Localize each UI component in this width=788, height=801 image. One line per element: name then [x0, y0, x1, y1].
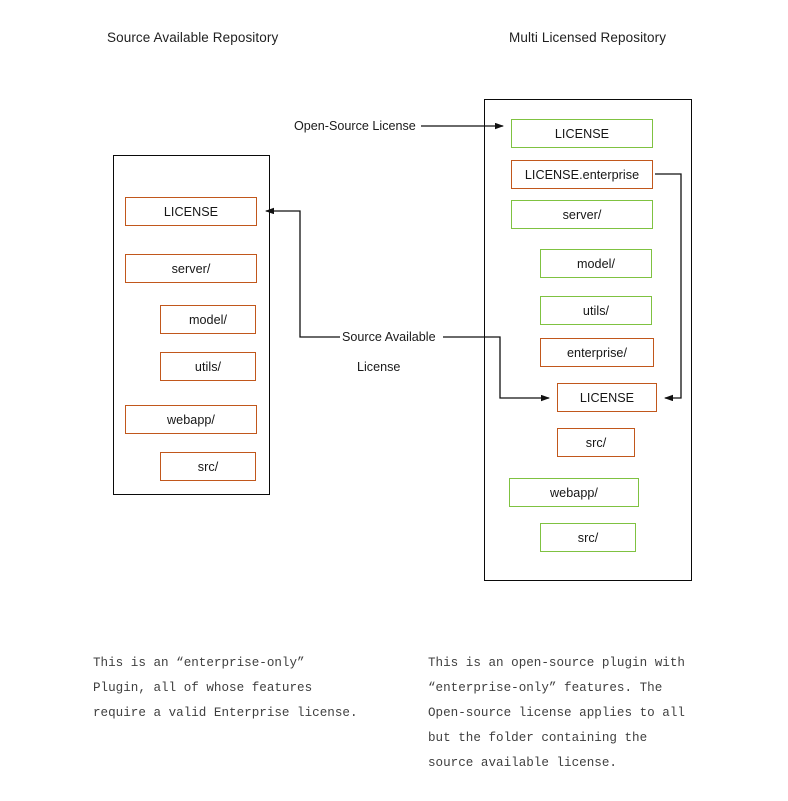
left-caption: This is an “enterprise-only” Plugin, all… [93, 656, 358, 720]
right-caption: This is an open-source plugin with “ente… [428, 656, 685, 770]
right-node-license[interactable]: LICENSE [511, 119, 653, 148]
left-repository-title: Source Available Repository [107, 30, 279, 45]
right-node-webapp[interactable]: webapp/ [509, 478, 639, 507]
right-node-inner-src[interactable]: src/ [557, 428, 635, 457]
right-node-enterprise[interactable]: enterprise/ [540, 338, 654, 367]
right-node-model[interactable]: model/ [540, 249, 652, 278]
left-node-src[interactable]: src/ [160, 452, 256, 481]
left-node-webapp[interactable]: webapp/ [125, 405, 257, 434]
right-node-utils[interactable]: utils/ [540, 296, 652, 325]
right-node-server[interactable]: server/ [511, 200, 653, 229]
edge-label-source-available-line1: Source Available [342, 330, 436, 344]
edge-label-open-source-license: Open-Source License [294, 119, 416, 133]
left-node-utils[interactable]: utils/ [160, 352, 256, 381]
right-node-src[interactable]: src/ [540, 523, 636, 552]
right-node-inner-license[interactable]: LICENSE [557, 383, 657, 412]
edge-label-source-available-line2: License [357, 360, 401, 374]
left-node-model[interactable]: model/ [160, 305, 256, 334]
left-node-server[interactable]: server/ [125, 254, 257, 283]
right-repository-title: Multi Licensed Repository [509, 30, 667, 45]
left-node-license[interactable]: LICENSE [125, 197, 257, 226]
right-node-license-enterprise[interactable]: LICENSE.enterprise [511, 160, 653, 189]
wire-source-available-to-left [265, 207, 340, 338]
